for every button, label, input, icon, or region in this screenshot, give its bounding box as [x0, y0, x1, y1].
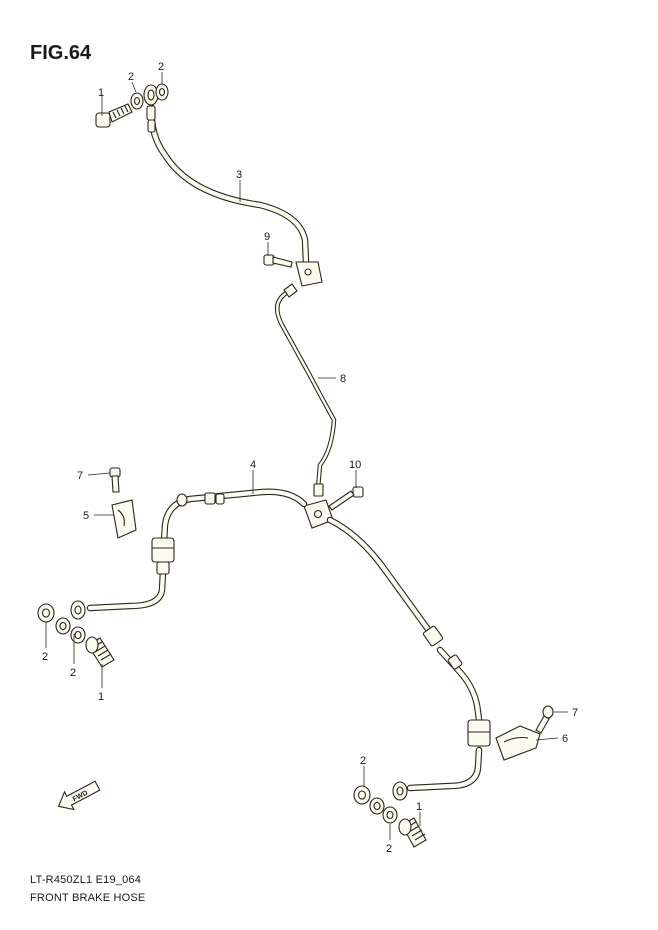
- upper-joint-bolt[interactable]: [263, 254, 293, 268]
- callout-number: 2: [70, 667, 76, 679]
- upper-washer-b: [155, 83, 169, 101]
- three-way-joint: [303, 499, 334, 529]
- callout-number: 3: [236, 169, 242, 181]
- upper-brake-hose[interactable]: [148, 104, 310, 266]
- callout-number: 5: [83, 510, 89, 522]
- callout-number: 2: [360, 755, 366, 767]
- callout-number: 1: [416, 801, 422, 813]
- left-banjo-fitting: [70, 600, 86, 620]
- right-clamp-bolt[interactable]: [535, 705, 554, 734]
- callout-number: 1: [98, 691, 104, 703]
- joint-bolt[interactable]: [328, 486, 364, 511]
- left-clamp-bolt[interactable]: [109, 467, 121, 493]
- right-banjo-fitting: [392, 781, 408, 801]
- left-washer-c: [70, 626, 86, 644]
- left-washer-b: [55, 617, 71, 635]
- callout-number: 2: [158, 61, 164, 73]
- right-washer-c: [382, 806, 398, 824]
- upper-washer-a: [130, 92, 144, 110]
- pipe-flare-nut-bottom: [313, 483, 324, 497]
- brake-pipe[interactable]: [274, 289, 337, 491]
- callout-number: 7: [572, 707, 578, 719]
- left-washer-a: [37, 603, 55, 623]
- callout-number: 2: [42, 651, 48, 663]
- left-hose-clamp: [111, 499, 137, 539]
- upper-banjo-fitting: [143, 84, 159, 133]
- callout-number: 2: [386, 843, 392, 855]
- pipe-flare-nut-top: [283, 283, 298, 298]
- figure-title: FIG.64: [30, 42, 92, 64]
- right-hose-clamp: [495, 725, 541, 761]
- callout-number: 4: [250, 459, 256, 471]
- callout-number: 7: [77, 470, 83, 482]
- fwd-label: FWD: [72, 790, 89, 804]
- front-brake-hose-left[interactable]: [86, 488, 308, 612]
- callout-number: 10: [349, 459, 361, 471]
- right-washer-b: [369, 797, 385, 815]
- callout-number: 8: [340, 373, 346, 385]
- front-brake-hose-right[interactable]: [326, 516, 483, 792]
- callout-number: 9: [264, 231, 270, 243]
- model-code: LT-R450ZL1 E19_064: [30, 874, 142, 886]
- left-banjo-bolt[interactable]: [85, 636, 115, 668]
- upper-joint-block: [295, 261, 323, 287]
- upper-banjo-bolt[interactable]: [95, 103, 133, 128]
- figure-caption: FRONT BRAKE HOSE: [30, 892, 146, 904]
- right-washer-a: [353, 785, 371, 805]
- callout-number: 2: [128, 71, 134, 83]
- callout-leaders: [45, 72, 568, 840]
- callout-number: 6: [562, 733, 568, 745]
- fwd-arrow-icon: FWD: [57, 780, 101, 811]
- left-hose-fittings: [151, 492, 225, 575]
- callout-number: 1: [98, 87, 104, 99]
- right-hose-fittings: [422, 625, 491, 747]
- right-banjo-bolt[interactable]: [398, 817, 427, 848]
